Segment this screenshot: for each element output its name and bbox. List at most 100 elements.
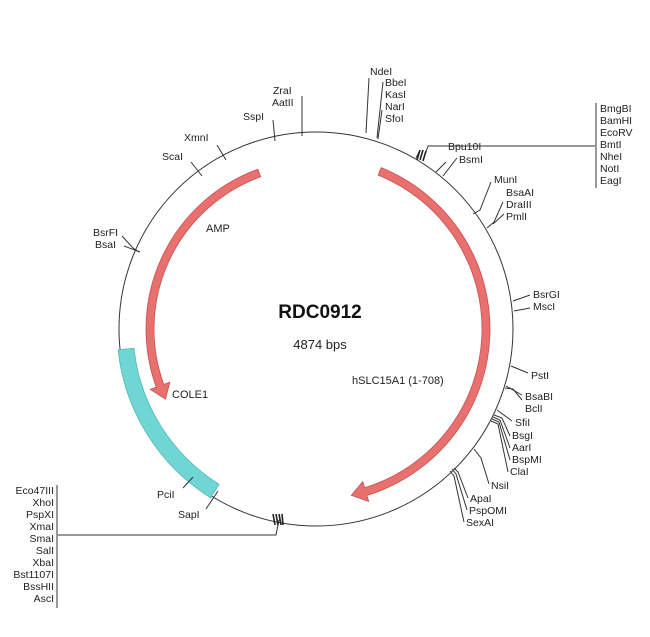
feature-label-cole1: COLE1 bbox=[172, 389, 208, 401]
leader-sexai bbox=[449, 470, 465, 523]
site-label[interactable]: BsgI bbox=[512, 430, 533, 442]
site-label[interactable]: PspXI bbox=[26, 509, 54, 521]
leader-bsrfi bbox=[121, 235, 140, 253]
site-label[interactable]: MscI bbox=[533, 301, 555, 313]
site-label[interactable]: BamHI bbox=[600, 115, 632, 127]
site-label[interactable]: BsaAI bbox=[506, 187, 534, 199]
leader-bsgi bbox=[493, 414, 511, 437]
leader-sspi bbox=[272, 119, 276, 142]
site-label[interactable]: Eco47III bbox=[15, 485, 54, 497]
leader-bsmi-2 bbox=[435, 161, 447, 173]
plasmid-backbone bbox=[118, 131, 514, 527]
site-label[interactable]: Bpu10I bbox=[448, 141, 481, 153]
site-label[interactable]: DraIII bbox=[506, 199, 532, 211]
site-label[interactable]: BclI bbox=[525, 403, 543, 415]
leader-scai bbox=[190, 161, 203, 177]
leader-bsrgi bbox=[512, 294, 531, 302]
leader-bsai bbox=[123, 245, 141, 253]
site-group-sapi: SapI bbox=[178, 509, 200, 521]
site-group-apai: ApaI PspOMI SexAI bbox=[466, 493, 507, 529]
leader-sapi bbox=[205, 490, 219, 510]
site-label[interactable]: SalI bbox=[36, 545, 54, 557]
feature-hslc15a1-1-708[interactable] bbox=[350, 167, 491, 503]
site-group-zrai: ZraI AatII bbox=[272, 85, 294, 109]
site-group-bsaai: BsaAI DraIII PmlI bbox=[506, 187, 534, 223]
site-label[interactable]: ZraI bbox=[273, 85, 292, 97]
site-group-mcs-left: Eco47III XhoI PspXI XmaI SmaI SalI XbaI … bbox=[13, 485, 54, 605]
leader-sfoi bbox=[377, 109, 383, 140]
site-label[interactable]: KasI bbox=[385, 89, 406, 101]
leader-msci bbox=[513, 307, 531, 312]
site-label[interactable]: PciI bbox=[157, 489, 175, 501]
site-label[interactable]: PspOMI bbox=[469, 505, 507, 517]
site-label[interactable]: SapI bbox=[178, 509, 200, 521]
site-group-mcs-right: BmgBI BamHI EcoRV BmtI NheI NotI EagI bbox=[600, 103, 633, 187]
site-label[interactable]: EcoRV bbox=[600, 127, 633, 139]
site-group-bpu10i: Bpu10I bbox=[448, 141, 481, 153]
feature-label-hslc15a1: hSLC15A1 (1-708) bbox=[352, 375, 444, 387]
site-label[interactable]: PstI bbox=[531, 370, 549, 382]
site-label[interactable]: NheI bbox=[600, 151, 622, 163]
site-label[interactable]: BmtI bbox=[600, 139, 622, 151]
leader-xmni bbox=[216, 144, 227, 161]
leader-mcs-left bbox=[58, 519, 280, 536]
leader-pspomi bbox=[451, 468, 468, 511]
site-label[interactable]: XbaI bbox=[32, 557, 54, 569]
site-label[interactable]: NsiI bbox=[491, 480, 509, 492]
site-label[interactable]: XhoI bbox=[32, 497, 54, 509]
site-label[interactable]: NarI bbox=[385, 101, 405, 113]
site-label[interactable]: BspMI bbox=[512, 454, 542, 466]
site-label[interactable]: MunI bbox=[494, 174, 517, 186]
site-group-pcii: PciI bbox=[157, 489, 175, 501]
site-group-muni: MunI bbox=[494, 174, 517, 186]
site-label[interactable]: AarI bbox=[512, 442, 531, 454]
site-label[interactable]: BssHII bbox=[23, 581, 54, 593]
site-label[interactable]: SfiI bbox=[515, 417, 530, 429]
plasmid-name: RDC0912 bbox=[278, 302, 361, 323]
site-label[interactable]: BsmI bbox=[459, 154, 483, 166]
site-label[interactable]: BsaI bbox=[95, 239, 116, 251]
site-label[interactable]: PmlI bbox=[506, 211, 527, 223]
site-label[interactable]: BbeI bbox=[385, 77, 407, 89]
site-label[interactable]: XmaI bbox=[29, 521, 54, 533]
site-label[interactable]: SfoI bbox=[385, 113, 404, 125]
site-label[interactable]: NdeI bbox=[370, 66, 392, 78]
site-group-bsabi: BsaBI BclI bbox=[525, 391, 553, 415]
site-label[interactable]: AscI bbox=[34, 593, 54, 605]
site-label[interactable]: BsaBI bbox=[525, 391, 553, 403]
mcs-right-cut-marks bbox=[416, 149, 427, 162]
site-label[interactable]: Bst1107I bbox=[13, 569, 54, 581]
site-label[interactable]: EagI bbox=[600, 175, 622, 187]
leader-pcii bbox=[182, 476, 194, 489]
site-label[interactable]: NotI bbox=[600, 163, 619, 175]
site-label[interactable]: SspI bbox=[243, 111, 264, 123]
site-label[interactable]: AatII bbox=[272, 97, 294, 109]
site-group-bbei: BbeI KasI NarI SfoI bbox=[385, 77, 407, 125]
site-label[interactable]: BmgBI bbox=[600, 103, 632, 115]
site-label[interactable]: SmaI bbox=[29, 533, 54, 545]
leader-apai bbox=[453, 467, 469, 499]
site-label[interactable]: XmnI bbox=[184, 132, 209, 144]
site-group-ndei: NdeI bbox=[370, 66, 392, 78]
leader-bsaai bbox=[486, 201, 504, 229]
site-label[interactable]: ClaI bbox=[510, 466, 529, 478]
feature-cole1[interactable] bbox=[117, 347, 220, 499]
site-group-msci: MscI bbox=[533, 301, 555, 313]
leader-draiii bbox=[492, 213, 505, 225]
feature-amp[interactable] bbox=[145, 168, 262, 400]
leader-bspmi bbox=[491, 418, 511, 461]
site-label[interactable]: BsrGI bbox=[533, 289, 560, 301]
site-group-sfii: SfiI BsgI AarI BspMI ClaI bbox=[510, 417, 542, 478]
leader-bcli bbox=[504, 387, 523, 401]
site-label[interactable]: BsrFI bbox=[93, 227, 118, 239]
leader-bbei bbox=[376, 81, 384, 139]
site-group-bsrfi: BsrFI BsaI bbox=[93, 227, 118, 251]
site-label[interactable]: ApaI bbox=[470, 493, 492, 505]
site-group-bsrgi: BsrGI bbox=[533, 289, 560, 301]
leader-psti bbox=[510, 365, 529, 374]
site-label[interactable]: ScaI bbox=[162, 151, 183, 163]
mcs-left-cut-marks bbox=[272, 513, 284, 526]
site-label[interactable]: SexAI bbox=[466, 517, 494, 529]
plasmid-size: 4874 bps bbox=[293, 337, 347, 352]
